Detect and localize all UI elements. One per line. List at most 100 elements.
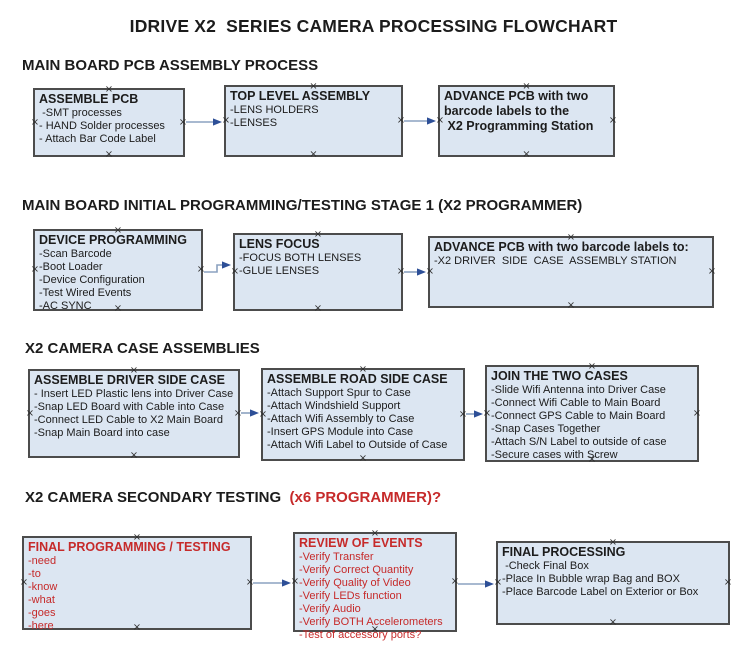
box-title: ASSEMBLE PCB bbox=[39, 92, 139, 106]
box-item: -Snap Cases Together bbox=[491, 423, 601, 435]
box-item: -Connect Wifi Cable to Main Board bbox=[491, 397, 661, 409]
box-item: -Verify Transfer bbox=[299, 551, 374, 563]
flow-box-advance-to-programming-station: ADVANCE PCB with two barcode labels to t… bbox=[435, 82, 618, 160]
section-heading-black-part: X2 CAMERA SECONDARY TESTING bbox=[25, 489, 290, 506]
connection-handle-icon: × bbox=[30, 264, 40, 275]
section-heading-initial-programming: MAIN BOARD INITIAL PROGRAMMING/TESTING S… bbox=[22, 197, 583, 214]
connection-handle-icon: × bbox=[608, 115, 618, 126]
connection-handle-icon: × bbox=[450, 576, 460, 587]
box-item: -AC SYNC bbox=[39, 300, 92, 312]
flow-arrowhead-icon bbox=[417, 268, 426, 276]
section-heading-pcb-assembly: MAIN BOARD PCB ASSEMBLY PROCESS bbox=[22, 57, 319, 74]
flow-arrowhead-icon bbox=[250, 409, 259, 417]
connection-handle-icon: × bbox=[196, 264, 206, 275]
box-item: -Snap LED Board with Cable into Case bbox=[34, 401, 225, 413]
connection-handle-icon: × bbox=[707, 266, 717, 277]
flow-box-final-processing: FINAL PROCESSING -Check Final Box-Place … bbox=[493, 538, 732, 628]
box-item: -SMT processes bbox=[39, 107, 122, 119]
box-title: REVIEW OF EVENTS bbox=[299, 536, 423, 550]
box-item: -LENS HOLDERS bbox=[230, 104, 319, 116]
box-item: -here bbox=[28, 620, 54, 632]
connection-handle-icon: × bbox=[396, 115, 406, 126]
box-item: -Verify LEDs function bbox=[299, 590, 402, 602]
box-item: -need bbox=[28, 555, 57, 567]
connection-handle-icon: × bbox=[221, 115, 231, 126]
box-title: DEVICE PROGRAMMING bbox=[39, 233, 187, 247]
box-item: -GLUE LENSES bbox=[239, 265, 320, 277]
connection-handle-icon: × bbox=[309, 149, 318, 160]
box-title: JOIN THE TWO CASES bbox=[491, 369, 628, 383]
box-item: -Boot Loader bbox=[39, 261, 103, 273]
box-item: -X2 DRIVER SIDE CASE ASSEMBLY STATION bbox=[434, 255, 677, 267]
section-heading-red-part: (x6 PROGRAMMER)? bbox=[289, 489, 442, 506]
box-title: ADVANCE PCB with two barcode labels to: bbox=[434, 240, 689, 254]
connection-handle-icon: × bbox=[425, 266, 435, 277]
box-item: -Attach Windshield Support bbox=[267, 400, 401, 412]
box-item: -Verify Correct Quantity bbox=[299, 564, 414, 576]
box-item: -Connect GPS Cable to Main Board bbox=[491, 410, 666, 422]
box-item: -Attach S/N Label to outside of case bbox=[491, 436, 667, 448]
box-item: -Slide Wifi Antenna into Driver Case bbox=[491, 384, 666, 396]
box-item: -Attach Support Spur to Case bbox=[267, 387, 411, 399]
box-item: -to bbox=[28, 568, 41, 580]
box-item: -Verify BOTH Accelerometers bbox=[299, 616, 443, 628]
box-title: FINAL PROCESSING bbox=[502, 545, 626, 559]
connection-handle-icon: × bbox=[30, 116, 40, 128]
box-item: -Verify Quality of Video bbox=[299, 577, 411, 589]
box-item: -Scan Barcode bbox=[39, 248, 112, 260]
connection-handle-icon: × bbox=[566, 300, 576, 311]
box-item: -Device Configuration bbox=[39, 274, 145, 286]
flow-arrowhead-icon bbox=[485, 580, 494, 588]
connection-handle-icon: × bbox=[396, 266, 406, 277]
box-item: -Place In Bubble wrap Bag and BOX bbox=[502, 573, 680, 585]
flow-box-advance-to-driver-side: ADVANCE PCB with two barcode labels to:-… bbox=[425, 233, 717, 311]
flow-arrowhead-icon bbox=[474, 410, 483, 418]
flow-box-assemble-road-side-case: ASSEMBLE ROAD SIDE CASE-Attach Support S… bbox=[258, 365, 468, 464]
flow-arrowhead-icon bbox=[282, 579, 291, 587]
flow-box-assemble-pcb: ASSEMBLE PCB -SMT processes- HAND Solder… bbox=[30, 85, 188, 160]
flow-box-top-level-assembly: TOP LEVEL ASSEMBLY-LENS HOLDERS-LENSES××… bbox=[221, 82, 406, 160]
flow-arrowhead-icon bbox=[222, 261, 231, 269]
connection-handle-icon: × bbox=[178, 116, 188, 128]
connection-handle-icon: × bbox=[129, 450, 139, 461]
connection-handle-icon: × bbox=[358, 453, 368, 464]
connection-handle-icon: × bbox=[458, 408, 468, 420]
flow-box-lens-focus: LENS FOCUS-FOCUS BOTH LENSES-GLUE LENSES… bbox=[230, 230, 406, 314]
connection-handle-icon: × bbox=[290, 576, 300, 587]
connection-handle-icon: × bbox=[258, 408, 268, 420]
box-item: -Verify Audio bbox=[299, 603, 361, 615]
connection-handle-icon: × bbox=[25, 407, 35, 419]
box-item: -FOCUS BOTH LENSES bbox=[239, 252, 362, 264]
box-title: FINAL PROGRAMMING / TESTING bbox=[28, 540, 231, 554]
box-item: -Secure cases with Screw bbox=[491, 449, 618, 461]
box-item: -Check Final Box bbox=[502, 560, 589, 572]
connection-handle-icon: × bbox=[493, 577, 503, 588]
flow-box-device-programming: DEVICE PROGRAMMING-Scan Barcode-Boot Loa… bbox=[30, 226, 206, 314]
box-title: ASSEMBLE DRIVER SIDE CASE bbox=[34, 373, 226, 387]
box-title: ADVANCE PCB with two barcode labels to t… bbox=[444, 89, 594, 133]
connection-handle-icon: × bbox=[482, 407, 492, 419]
box-item: - Insert LED Plastic lens into Driver Ca… bbox=[34, 388, 234, 400]
box-item: -Test Wired Events bbox=[39, 287, 132, 299]
connection-handle-icon: × bbox=[608, 617, 618, 628]
box-item: -Attach Wifi Label to Outside of Case bbox=[267, 439, 448, 451]
box-item: -Connect LED Cable to X2 Main Board bbox=[34, 414, 223, 426]
connection-handle-icon: × bbox=[435, 115, 445, 126]
box-title: ASSEMBLE ROAD SIDE CASE bbox=[267, 372, 448, 386]
box-item: -what bbox=[28, 594, 55, 606]
box-item: - Attach Bar Code Label bbox=[39, 133, 156, 145]
box-item: - HAND Solder processes bbox=[39, 120, 165, 132]
section-heading-secondary-testing: X2 CAMERA SECONDARY TESTING (x6 PROGRAMM… bbox=[25, 489, 441, 506]
box-title: TOP LEVEL ASSEMBLY bbox=[230, 89, 371, 103]
box-item: -Test of accessory ports? bbox=[299, 629, 422, 641]
section-heading-case-assemblies: X2 CAMERA CASE ASSEMBLIES bbox=[25, 340, 260, 357]
box-title: LENS FOCUS bbox=[239, 237, 320, 251]
connection-handle-icon: × bbox=[104, 149, 114, 160]
connection-handle-icon: × bbox=[230, 266, 240, 277]
connection-handle-icon: × bbox=[692, 407, 702, 419]
connection-handle-icon: × bbox=[233, 407, 243, 419]
box-item: -Attach Wifi Assembly to Case bbox=[267, 413, 415, 425]
box-item: -Snap Main Board into case bbox=[34, 427, 170, 439]
flow-box-final-programming-testing: FINAL PROGRAMMING / TESTING-need-to-know… bbox=[20, 533, 254, 633]
